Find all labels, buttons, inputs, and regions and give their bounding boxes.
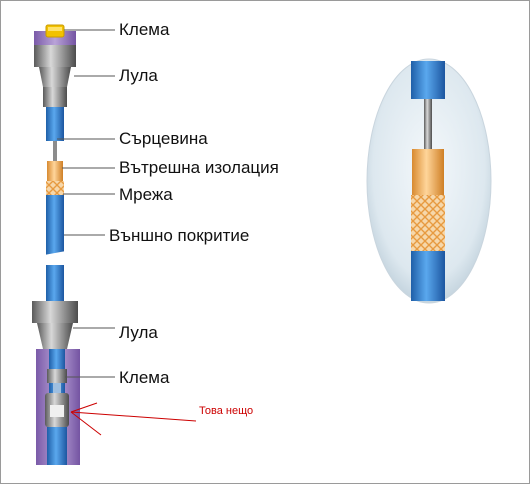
- inner-insulation: [47, 161, 63, 181]
- label-inner-insulation: Вътрешна изолация: [119, 158, 279, 177]
- annotation-text: Това нещо: [199, 405, 254, 417]
- pipe-bottom: [32, 301, 78, 349]
- label-core: Сърцевина: [119, 129, 208, 148]
- label-terminal-bottom: Клема: [119, 368, 170, 387]
- label-pipe-top: Лула: [119, 66, 158, 85]
- housing-bottom: [36, 349, 80, 465]
- annotation-arrows: [70, 402, 197, 436]
- label-outer-cover: Външно покритие: [109, 226, 250, 245]
- cable-break: [44, 251, 66, 267]
- mesh: [46, 181, 64, 195]
- zoom-oval: [366, 58, 492, 304]
- terminal-top: [34, 24, 76, 47]
- outer-cover: [46, 195, 64, 255]
- leader-lines: [57, 29, 115, 378]
- label-mesh: Мрежа: [119, 185, 173, 204]
- cable-lower: [46, 265, 64, 303]
- label-pipe-bottom: Лула: [119, 323, 158, 342]
- label-terminal-top: Клема: [119, 20, 170, 39]
- core-wire: [53, 141, 57, 161]
- pipe-top: [34, 45, 76, 107]
- cable-top: [46, 107, 64, 141]
